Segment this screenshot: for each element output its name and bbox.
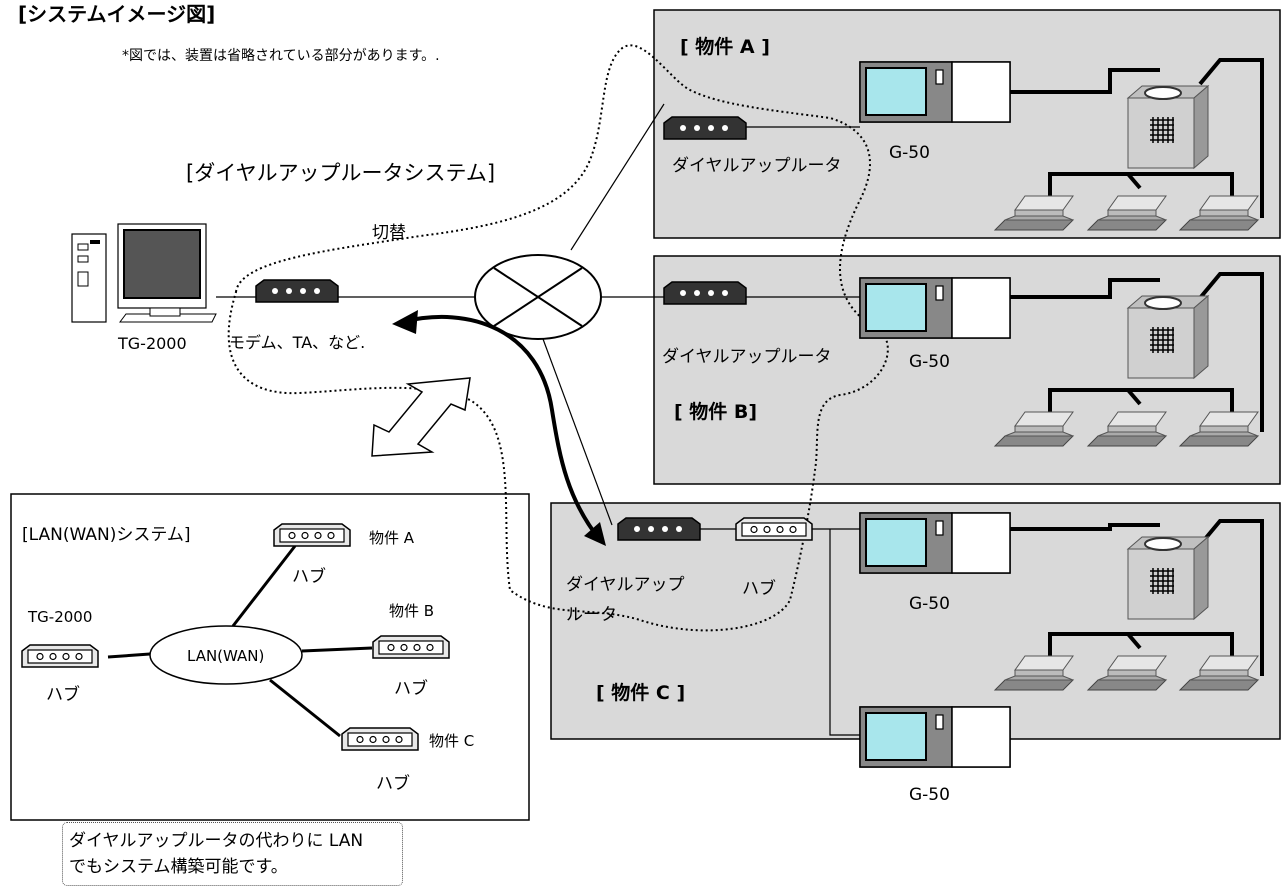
lan-system-title: [LAN(WAN)システム] xyxy=(22,525,190,545)
lan-alternative-callout: ダイヤルアップルータの代わりに LAN でもシステム構築可能です。 xyxy=(62,822,403,886)
building-c-g50-2-icon xyxy=(859,706,1011,768)
building-c-title: [ 物件 C ] xyxy=(596,681,685,704)
building-b-g50-icon xyxy=(859,277,1011,339)
dialup-region-outline xyxy=(227,44,889,632)
switch-arrow xyxy=(401,314,602,542)
building-c-router-label-2: ルータ xyxy=(566,605,617,625)
building-b-router-label: ダイヤルアップルータ xyxy=(662,347,832,367)
modem-icon xyxy=(255,279,339,303)
building-b-router-icon xyxy=(663,281,747,305)
callout-line-1: ダイヤルアップルータの代わりに LAN xyxy=(69,831,364,851)
lan-tg-label: TG-2000 xyxy=(27,608,92,626)
building-a-g50-label: G-50 xyxy=(889,143,930,163)
lan-site-a-label: 物件 A xyxy=(369,529,415,547)
building-c-g50-2-label: G-50 xyxy=(909,785,950,805)
building-b-outdoor-unit-icon xyxy=(1127,295,1209,379)
building-c-router-icon xyxy=(617,517,701,541)
lan-cloud-label: LAN(WAN) xyxy=(187,647,264,665)
building-c-g50-icon xyxy=(859,512,1011,574)
diagram-title: [システムイメージ図] xyxy=(18,2,215,26)
pc-label: TG-2000 xyxy=(117,334,187,353)
building-c-outdoor-unit-icon xyxy=(1127,536,1209,620)
exchange-icon xyxy=(474,254,602,340)
building-a-router-icon xyxy=(663,116,747,140)
lan-site-b-hub-icon xyxy=(372,635,450,659)
pc-icon xyxy=(71,223,217,323)
lan-site-c-hub-icon xyxy=(341,727,419,751)
building-b-title: [ 物件 B] xyxy=(674,400,757,423)
building-c-hub-icon xyxy=(735,517,813,541)
lan-site-b-hub-label: ハブ xyxy=(394,678,428,699)
building-a-router-label: ダイヤルアップルータ xyxy=(672,156,842,176)
lan-site-a-hub-icon xyxy=(273,523,351,547)
equivalence-arrow xyxy=(371,377,471,457)
callout-line-2: でもシステム構築可能です。 xyxy=(69,857,288,877)
building-a-title: [ 物件 A ] xyxy=(680,35,770,58)
modem-label: モデム、TA、など. xyxy=(229,333,365,352)
lan-site-b-label: 物件 B xyxy=(389,602,434,620)
lan-tg-hub-icon xyxy=(21,644,99,668)
switch-label: 切替 xyxy=(372,223,406,243)
diagram-note: *図では、装置は省略されている部分があります。. xyxy=(122,48,440,64)
lan-site-c-hub-label: ハブ xyxy=(376,773,410,794)
building-a-g50-icon xyxy=(859,61,1011,123)
building-c-router-label-1: ダイヤルアップ xyxy=(566,575,685,595)
lan-tg-hub-label: ハブ xyxy=(46,684,80,705)
building-c-hub-label: ハブ xyxy=(742,578,776,599)
building-a-outdoor-unit-icon xyxy=(1127,85,1209,169)
building-c-g50-label: G-50 xyxy=(909,594,950,614)
building-b-g50-label: G-50 xyxy=(909,352,950,372)
dialup-system-label: [ダイヤルアップルータシステム] xyxy=(186,161,495,185)
lan-site-c-label: 物件 C xyxy=(429,732,474,750)
lan-site-a-hub-label: ハブ xyxy=(292,566,326,587)
